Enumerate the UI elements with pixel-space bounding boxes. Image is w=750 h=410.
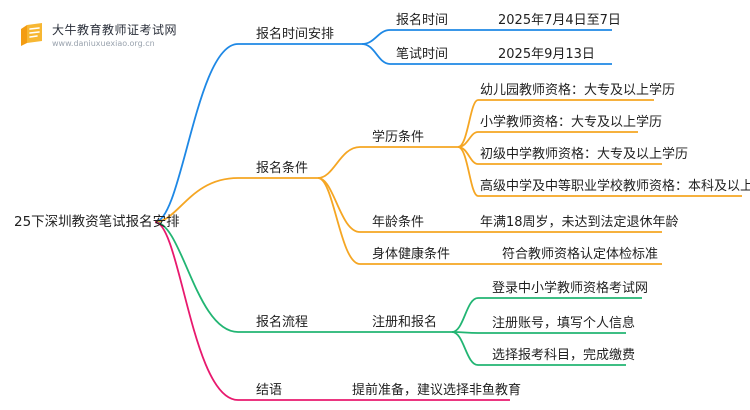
branch-conclusion[interactable]: 结语 bbox=[256, 383, 283, 398]
node-exam-time[interactable]: 笔试时间 bbox=[396, 47, 449, 62]
node-age[interactable]: 年龄条件 bbox=[372, 215, 425, 230]
item-primary[interactable]: 小学教师资格：大专及以上学历 bbox=[480, 115, 663, 130]
connector-root-to-schedule bbox=[154, 43, 239, 223]
item-login[interactable]: 登录中小学教师资格考试网 bbox=[492, 281, 649, 296]
connector-register-to-login bbox=[451, 297, 479, 333]
node-education[interactable]: 学历条件 bbox=[372, 130, 425, 145]
value-age[interactable]: 年满18周岁，未达到法定退休年龄 bbox=[480, 215, 679, 230]
site-logo[interactable]: 大牛教育教师证考试网 www.daniuxuexiao.org.cn bbox=[18, 18, 228, 52]
node-health[interactable]: 身体健康条件 bbox=[372, 247, 451, 262]
site-logo-title: 大牛教育教师证考试网 bbox=[52, 23, 178, 37]
connector-root-to-conditions bbox=[154, 177, 239, 223]
connector-root-to-process bbox=[154, 221, 239, 333]
connector-root-to-conclusion bbox=[154, 221, 239, 401]
value-registration-time[interactable]: 2025年7月4日至7日 bbox=[498, 13, 621, 28]
item-senior[interactable]: 高级中学及中等职业学校教师资格：本科及以上学历 bbox=[480, 179, 750, 194]
connector-schedule-to-exam-time bbox=[361, 43, 391, 65]
book-logo-icon bbox=[21, 23, 42, 46]
site-logo-url: www.daniuxuexiao.org.cn bbox=[52, 39, 155, 48]
item-payment[interactable]: 选择报考科目，完成缴费 bbox=[492, 348, 636, 363]
connector-register-to-payment bbox=[451, 331, 479, 366]
value-health[interactable]: 符合教师资格认定体检标准 bbox=[502, 247, 659, 262]
branch-conditions[interactable]: 报名条件 bbox=[256, 161, 309, 176]
item-account[interactable]: 注册账号，填写个人信息 bbox=[492, 316, 636, 331]
node-registration-time[interactable]: 报名时间 bbox=[396, 13, 449, 28]
node-conclusion-note[interactable]: 提前准备，建议选择非鱼教育 bbox=[352, 383, 522, 398]
connector-education-to-senior bbox=[457, 146, 479, 197]
item-junior[interactable]: 初级中学教师资格：大专及以上学历 bbox=[480, 147, 689, 162]
item-kindergarten[interactable]: 幼儿园教师资格：大专及以上学历 bbox=[480, 83, 676, 98]
root-node[interactable]: 25下深圳教资笔试报名安排 bbox=[14, 214, 180, 230]
branch-schedule[interactable]: 报名时间安排 bbox=[256, 27, 335, 42]
connector-conditions-to-education bbox=[317, 146, 361, 179]
connector-schedule-to-registration-time bbox=[361, 29, 391, 45]
value-exam-time[interactable]: 2025年9月13日 bbox=[498, 47, 595, 62]
node-register[interactable]: 注册和报名 bbox=[372, 315, 438, 330]
connector-conditions-to-health bbox=[317, 177, 361, 265]
branch-process[interactable]: 报名流程 bbox=[256, 315, 309, 330]
